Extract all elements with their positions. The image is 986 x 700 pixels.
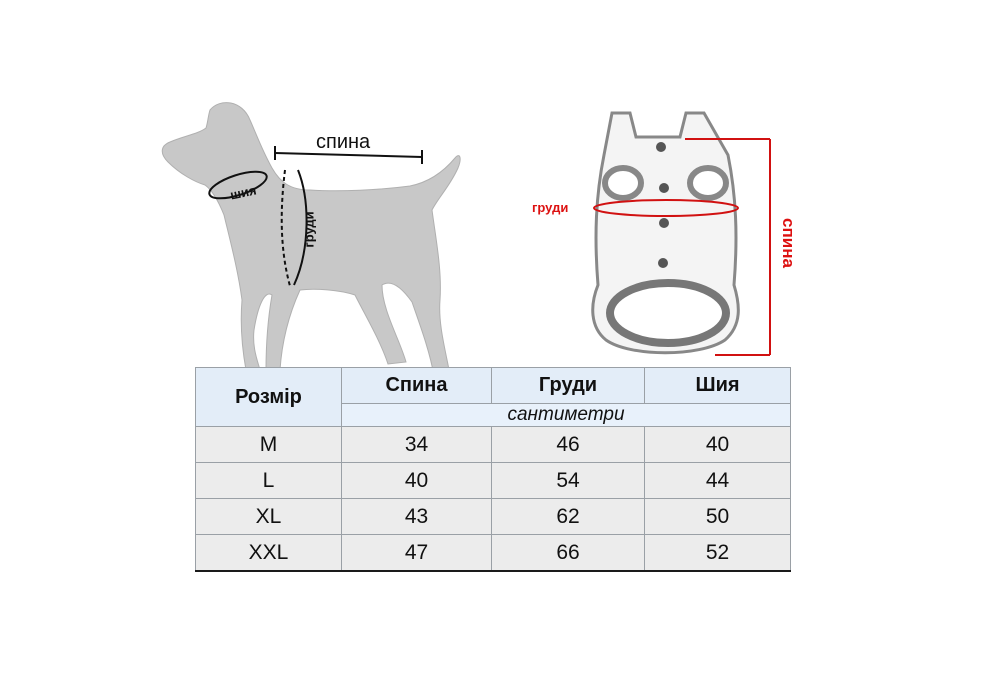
cell-size: L	[195, 462, 342, 499]
vest-chest-label: груди	[532, 200, 569, 215]
dog-chest-label: груди	[301, 211, 317, 248]
cell-back: 47	[341, 534, 492, 572]
cell-size: XXL	[195, 534, 342, 572]
cell-chest: 46	[491, 426, 645, 463]
cell-chest: 62	[491, 498, 645, 535]
header-back: Спина	[341, 367, 492, 404]
cell-neck: 50	[644, 498, 791, 535]
cell-size: XL	[195, 498, 342, 535]
header-neck: Шия	[644, 367, 791, 404]
dog-silhouette-illustration	[161, 102, 461, 377]
cell-neck: 44	[644, 462, 791, 499]
vest-back-label: спина	[778, 218, 798, 268]
vest-illustration	[591, 111, 771, 356]
table-row: L 40 54 44	[195, 462, 791, 499]
chest-measure-arc	[293, 169, 308, 286]
table-row: XXL 47 66 52	[195, 534, 791, 572]
cell-back: 40	[341, 462, 492, 499]
dog-back-label: спина	[316, 131, 371, 153]
table-row: XL 43 62 50	[195, 498, 791, 535]
cell-neck: 40	[644, 426, 791, 463]
cell-size: M	[195, 426, 342, 463]
cell-back: 34	[341, 426, 492, 463]
size-chart-table: Розмір Спина Груди Шия сантиметри M 34 4…	[195, 367, 791, 572]
dog-body	[161, 102, 461, 377]
cell-back: 43	[341, 498, 492, 535]
unit-label: сантиметри	[341, 402, 791, 428]
table-unit-row: сантиметри	[196, 402, 791, 428]
table-row: M 34 46 40	[195, 426, 791, 463]
cell-neck: 52	[644, 534, 791, 572]
cell-chest: 54	[491, 462, 645, 499]
header-size: Розмір	[195, 367, 342, 427]
vest-chest-measure	[593, 199, 739, 217]
table-header-row: Розмір Спина Груди Шия	[195, 367, 791, 427]
back-measure-line	[274, 152, 423, 158]
cell-chest: 66	[491, 534, 645, 572]
neck-measure-loop	[208, 170, 268, 200]
header-chest: Груди	[491, 367, 645, 404]
